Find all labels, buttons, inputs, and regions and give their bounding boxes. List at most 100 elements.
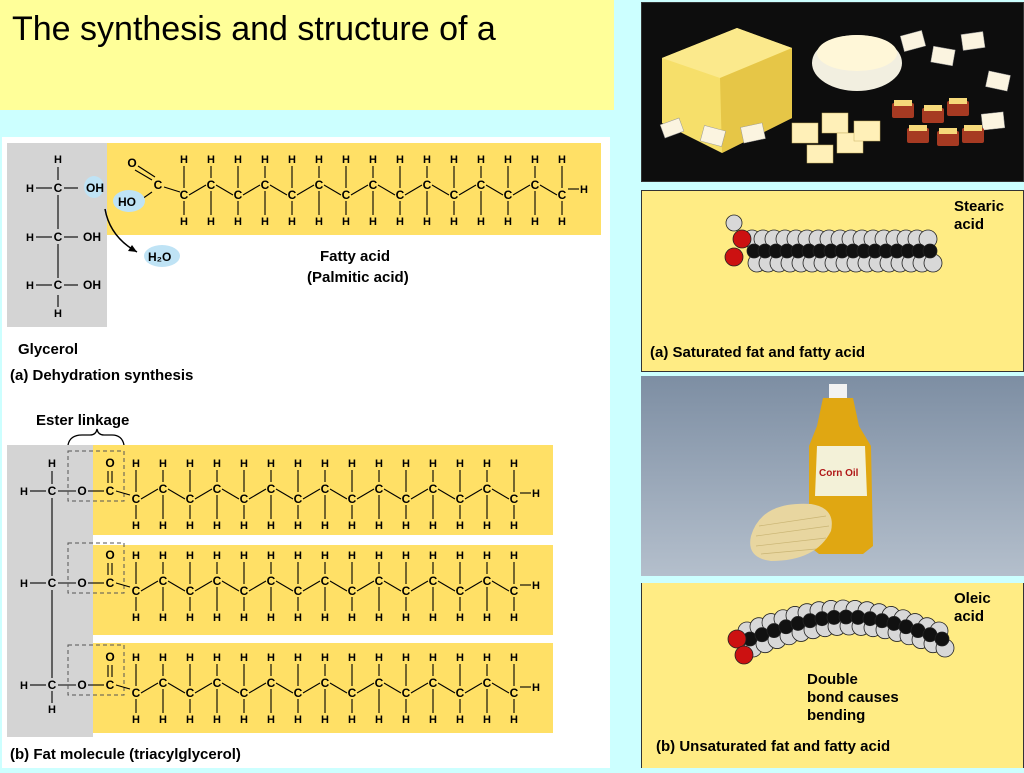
hydrogen-atom: H [456, 550, 464, 562]
hydrogen-atom: H [456, 520, 464, 532]
hydrogen-atom: H [375, 612, 383, 624]
water-text: H₂O [148, 250, 171, 264]
bond [350, 184, 369, 196]
bond [302, 682, 321, 694]
hydrogen-atom: H [348, 550, 356, 562]
carbon-ball [934, 631, 950, 647]
palmitic-acid-structure: OCCHHCHHCHHCHHCHHCHHCHHCHHCHHCHHCHHCHHCH… [127, 154, 588, 228]
hydrogen-atom: H [348, 458, 356, 470]
bond [383, 488, 402, 500]
carbon-atom: C [159, 574, 168, 588]
hydrogen-atom: H [234, 154, 242, 166]
hydrogen-atom: H [240, 714, 248, 726]
ho-highlight [113, 190, 145, 212]
hydrogen-atom: H [342, 154, 350, 166]
carbon-atom: C [456, 584, 465, 598]
oxygen-ball [724, 247, 744, 267]
hydrogen-atom: H [396, 216, 404, 228]
carbon-atom: C [510, 686, 519, 700]
bend-label-2: bond causes [807, 689, 899, 706]
panel-b-caption: (b) Fat molecule (triacylglycerol) [10, 746, 241, 763]
bond [275, 682, 294, 694]
bond [167, 580, 186, 592]
hydrogen-atom: H [429, 714, 437, 726]
corn-oil-photo-svg: Corn Oil [641, 376, 1024, 576]
bond [221, 682, 240, 694]
hydrogen-atom: H [26, 232, 34, 244]
hydrogen-atom: H [159, 652, 167, 664]
hydrogen-atom: H [532, 682, 540, 694]
hydrogen-atom: H [510, 520, 518, 532]
bond [512, 184, 531, 196]
carbon-atom: C [348, 686, 357, 700]
hydrogen-ball [725, 214, 743, 232]
unsaturated-fat-box: Oleic acid Double bond causes bending (b… [641, 583, 1024, 768]
hydrogen-atom: H [159, 520, 167, 532]
bond [539, 184, 558, 196]
carbon-atom: C [159, 482, 168, 496]
glycerol-band-b [7, 445, 93, 737]
bond [377, 184, 396, 196]
fatty-acid-label: Fatty acid [320, 248, 390, 265]
hydrogen-atom: H [483, 520, 491, 532]
oleic-acid-model: Oleic acid Double bond causes bending (b… [656, 590, 991, 755]
hydrogen-atom: H [558, 216, 566, 228]
hydrogen-atom: H [321, 714, 329, 726]
oh-group: OH [83, 278, 101, 292]
carbon-atom: C [510, 492, 519, 506]
hydrogen-atom: H [402, 714, 410, 726]
bond [275, 580, 294, 592]
bond [115, 582, 131, 588]
hydrogen-atom: H [26, 183, 34, 195]
hydrogen-atom: H [159, 550, 167, 562]
carbon-atom: C [186, 686, 195, 700]
bond [329, 682, 348, 694]
hydrogen-atom: H [240, 612, 248, 624]
glycerol-band [7, 143, 107, 327]
oh-text: OH [86, 181, 104, 195]
carbon-atom: C [315, 178, 324, 192]
carbon-atom: C [240, 686, 249, 700]
hydrogen-atom: H [402, 458, 410, 470]
hydrogen-atom: H [159, 612, 167, 624]
hydrogen-atom: H [504, 216, 512, 228]
hydrogen-atom: H [402, 520, 410, 532]
hydrogen-atom: H [240, 520, 248, 532]
bond [404, 184, 423, 196]
hydrogen-atom: H [483, 458, 491, 470]
carbon-atom: C [159, 676, 168, 690]
hydrogen-atom: H [504, 154, 512, 166]
hydrogen-atom: H [267, 612, 275, 624]
bond [464, 580, 483, 592]
hydrogen-atom: H [450, 154, 458, 166]
carbon-atom: C [402, 492, 411, 506]
oxygen-atom: O [105, 548, 114, 562]
hydrogen-atom: H [132, 520, 140, 532]
carbon-atom: C [261, 178, 270, 192]
hydrogen-atom: H [477, 154, 485, 166]
bond [242, 184, 261, 196]
hydrogen-atom: H [294, 520, 302, 532]
hydrogen-atom: H [483, 652, 491, 664]
oxygen-atom: O [77, 484, 86, 498]
saturated-fat-box: Stearic acid (a) Saturated fat and fatty… [641, 190, 1024, 372]
hydrogen-atom: H [240, 458, 248, 470]
carbon-atom: C [456, 492, 465, 506]
oxygen-ball [732, 229, 752, 249]
hydrogen-atom: H [294, 612, 302, 624]
hydrogen-atom: H [54, 154, 62, 166]
hydrogen-atom: H [369, 154, 377, 166]
hydrogen-atom: H [48, 704, 56, 716]
hydrogen-atom: H [186, 550, 194, 562]
hydrogen-atom: H [20, 680, 28, 692]
carbon-atom: C [186, 584, 195, 598]
carbon-atom: C [396, 188, 405, 202]
carbon-atom: C [106, 576, 115, 590]
carbon-atom: C [54, 278, 63, 292]
bond [188, 184, 207, 196]
hydrogen-atom: H [375, 520, 383, 532]
